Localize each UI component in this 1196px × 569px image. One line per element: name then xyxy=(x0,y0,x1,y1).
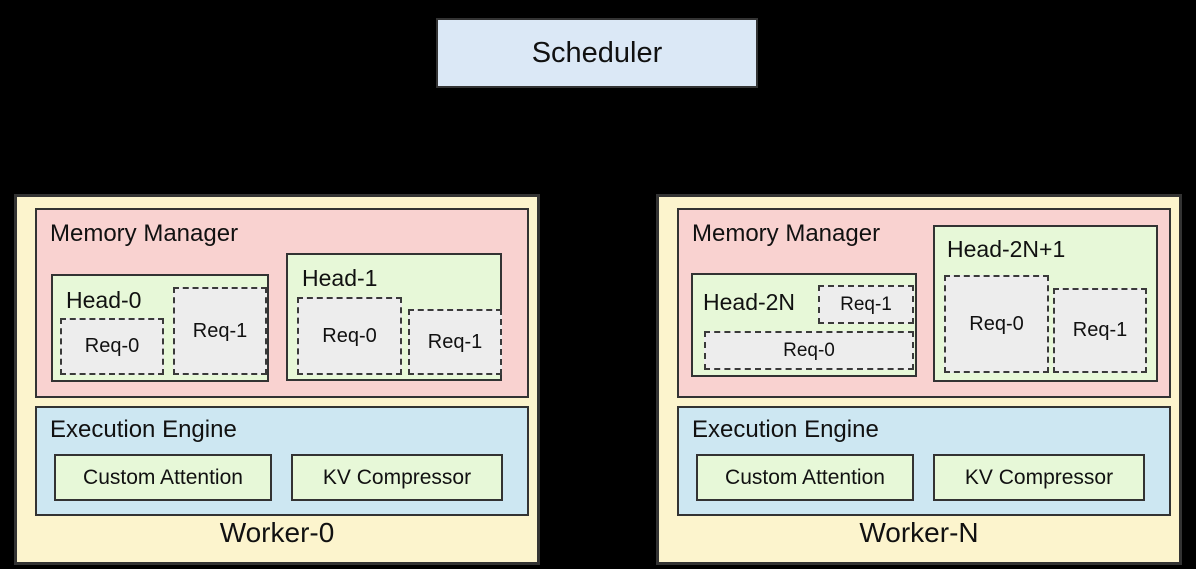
head-0-req-0-box: Req-0 xyxy=(60,318,164,375)
req-label: Req-0 xyxy=(783,339,835,361)
worker-0-label: Worker-0 xyxy=(219,517,335,548)
execution-engine-label: Execution Engine xyxy=(692,416,879,443)
kv-compressor-label: KV Compressor xyxy=(322,465,472,489)
req-label: Req-0 xyxy=(969,312,1024,335)
head-2n-label: Head-2N xyxy=(703,289,796,315)
scheduler-box: Scheduler xyxy=(436,18,758,88)
worker-n-execution-engine-box: Execution Engine Custom Attention KV Com… xyxy=(677,406,1171,516)
memory-manager-label: Memory Manager xyxy=(692,220,881,247)
req-label: Req-1 xyxy=(1072,319,1128,341)
worker-0-memory-manager-box: Memory Manager Head-0 Req-0 Req-1 Head-1… xyxy=(35,208,529,398)
custom-attention-box: Custom Attention xyxy=(54,454,272,501)
kv-compressor-box: KV Compressor xyxy=(291,454,503,501)
head-2n1-label: Head-2N+1 xyxy=(947,236,1066,262)
worker-n-box: Memory Manager Head-2N Req-1 Req-0 Head-… xyxy=(656,194,1182,565)
req-label: Req-1 xyxy=(427,330,483,353)
head-0-label: Head-0 xyxy=(66,287,142,313)
worker-n-label: Worker-N xyxy=(859,517,979,548)
head-0-box: Head-0 Req-0 Req-1 xyxy=(51,274,269,382)
head-1-req-1-box: Req-1 xyxy=(408,309,502,375)
head-1-req-0-box: Req-0 xyxy=(297,297,402,375)
req-label: Req-0 xyxy=(322,324,377,347)
req-label: Req-0 xyxy=(84,335,140,357)
worker-0-execution-engine-box: Execution Engine Custom Attention KV Com… xyxy=(35,406,529,516)
custom-attention-label: Custom Attention xyxy=(725,465,885,489)
head-2n-box: Head-2N Req-1 Req-0 xyxy=(691,273,917,377)
kv-compressor-box: KV Compressor xyxy=(933,454,1145,501)
req-label: Req-1 xyxy=(192,319,248,342)
kv-compressor-label: KV Compressor xyxy=(964,465,1114,489)
custom-attention-box: Custom Attention xyxy=(696,454,914,501)
scheduler-label: Scheduler xyxy=(531,36,663,69)
req-label: Req-1 xyxy=(840,293,892,315)
worker-0-box: Memory Manager Head-0 Req-0 Req-1 Head-1… xyxy=(14,194,540,565)
head-0-req-1-box: Req-1 xyxy=(173,287,267,375)
head-1-label: Head-1 xyxy=(302,265,378,291)
execution-engine-label: Execution Engine xyxy=(50,416,237,443)
custom-attention-label: Custom Attention xyxy=(83,465,243,489)
head-2n1-req-0-box: Req-0 xyxy=(944,275,1049,373)
memory-manager-label: Memory Manager xyxy=(50,220,239,247)
head-2n-req-0-box: Req-0 xyxy=(704,331,914,370)
head-1-box: Head-1 Req-0 Req-1 xyxy=(286,253,502,381)
head-2n1-req-1-box: Req-1 xyxy=(1053,288,1147,373)
head-2n-req-1-box: Req-1 xyxy=(818,285,914,324)
worker-n-memory-manager-box: Memory Manager Head-2N Req-1 Req-0 Head-… xyxy=(677,208,1171,398)
head-2n1-box: Head-2N+1 Req-0 Req-1 xyxy=(933,225,1158,382)
